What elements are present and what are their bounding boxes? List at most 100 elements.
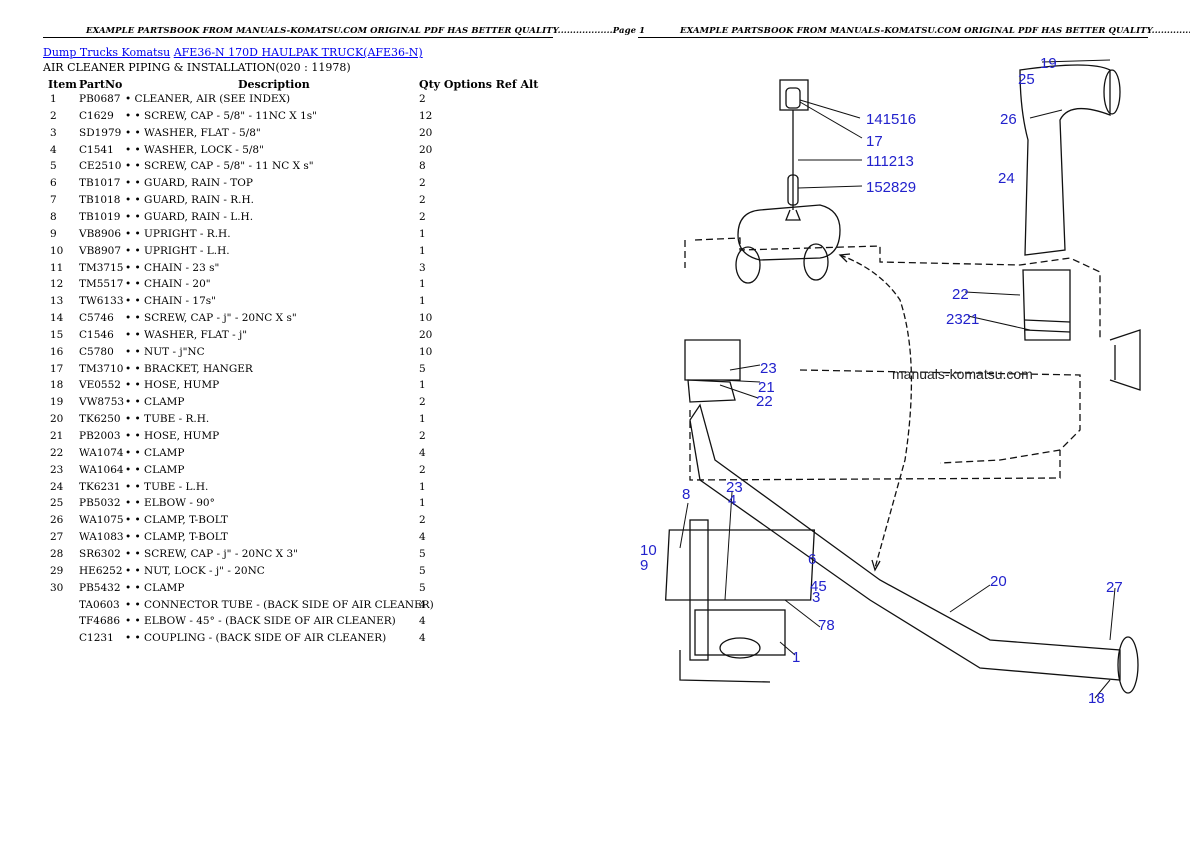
row-description: • • CHAIN - 17s" [125,295,216,308]
column-header-item: Item [48,78,77,91]
row-part-number: CE2510 [79,160,122,173]
row-item-number: 20 [50,413,64,426]
row-item-number: 4 [50,143,57,156]
breadcrumb-link-model[interactable]: AFE36-N 170D HAULPAK TRUCK(AFE36-N) [173,46,423,59]
row-part-number: WA1083 [79,531,124,544]
row-item-number: 26 [50,514,64,527]
row-description: • • SCREW, CAP - j" - 20NC X 3" [125,547,298,560]
elbow-and-tube-lh [1019,64,1121,341]
row-quantity: 2 [419,177,426,190]
diagram-callouts: 1925262414151617111213152829222321232122… [640,55,1123,707]
hose-hump-rh [684,339,1139,694]
row-item-number: 9 [50,227,57,240]
engine-outline [684,237,1101,481]
diagram-callout: 111213 [866,153,914,170]
row-part-number: TB1019 [79,210,121,223]
row-description: • • BRACKET, HANGER [125,362,253,375]
row-description: • • TUBE - R.H. [125,413,210,426]
row-description: • • WASHER, FLAT - j" [125,328,248,341]
row-part-number: C5746 [79,312,114,325]
diagram-callout: 21 [758,379,775,396]
row-part-number: TB1018 [79,194,121,207]
row-part-number: TA0603 [79,598,120,611]
row-description: • • SCREW, CAP - 5/8" - 11NC X 1s" [125,109,317,122]
row-quantity: 4 [419,598,426,611]
row-description: • • CLAMP [125,446,185,459]
row-quantity: 4 [419,531,426,544]
row-quantity: 1 [419,480,426,493]
row-description: • • CONNECTOR TUBE - (BACK SIDE OF AIR C… [125,598,434,611]
diagram-callout: 18 [1088,690,1105,707]
row-quantity: 20 [419,143,433,156]
diagram-callout: 9 [640,557,648,574]
diagram-callout: 4 [728,492,736,509]
row-item-number: 25 [50,497,64,510]
row-item-number: 18 [50,379,64,392]
row-quantity: 4 [419,446,426,459]
crossover-arrow [838,253,913,572]
diagram-callout: 22 [756,393,773,410]
row-item-number: 28 [50,547,64,560]
section-title: AIR CLEANER PIPING & INSTALLATION(020 : … [43,61,351,74]
row-description: • • SCREW, CAP - j" - 20NC X s" [125,312,297,325]
row-description: • • WASHER, FLAT - 5/8" [125,126,261,139]
row-description: • • CLAMP, T-BOLT [125,531,228,544]
row-item-number: 5 [50,160,57,173]
row-item-number: 21 [50,430,64,442]
precleaner [735,204,841,284]
diagram-callout: 6 [808,551,816,568]
row-description: • • ELBOW - 90° [125,497,215,510]
diagram-watermark: manuals-komatsu.com [892,366,1033,382]
row-part-number: TW6133 [79,295,124,308]
row-part-number: VE0552 [79,379,121,392]
row-quantity: 5 [419,564,426,577]
row-quantity: 1 [419,379,426,392]
row-part-number: SR6302 [79,547,121,560]
row-quantity: 1 [419,227,426,240]
breadcrumb-link-dump-trucks[interactable]: Dump Trucks Komatsu [43,46,171,59]
row-description: • • CLAMP [125,463,185,476]
row-quantity: 5 [419,581,426,594]
row-item-number: 16 [50,345,64,358]
table-row: 18 VE0552 • • HOSE, HUMP 1 [0,379,560,396]
column-header-qty-options: Qty Options Ref Alt [419,78,539,91]
row-description: • • HOSE, HUMP [125,379,220,392]
row-part-number: TM3715 [79,261,124,274]
row-description: • • SCREW, CAP - 5/8" - 11 NC X s" [125,160,314,173]
row-quantity: 10 [419,312,433,325]
row-part-number: HE6252 [79,564,123,577]
row-description: • • NUT - j"NC [125,345,205,358]
row-item-number: 7 [50,194,57,207]
upper-hanger [779,79,809,221]
row-quantity: 4 [419,632,426,645]
row-part-number: TF4686 [79,615,121,628]
row-description: • • GUARD, RAIN - R.H. [125,194,254,207]
row-quantity: 20 [419,328,433,341]
row-part-number: WA1064 [79,463,124,476]
row-item-number: 24 [50,480,64,493]
row-description: • • CLAMP, T-BOLT [125,514,228,527]
air-cleaner-body [664,519,816,683]
page2-header: EXAMPLE PARTSBOOK FROM MANUALS-KOMATSU.C… [680,26,1190,36]
row-part-number: VW8753 [79,396,125,409]
row-item-number: 15 [50,328,64,341]
row-quantity: 5 [419,547,426,560]
row-part-number: C1546 [79,328,114,341]
page1-header: EXAMPLE PARTSBOOK FROM MANUALS-KOMATSU.C… [86,26,646,36]
row-part-number: SD1979 [79,126,122,139]
